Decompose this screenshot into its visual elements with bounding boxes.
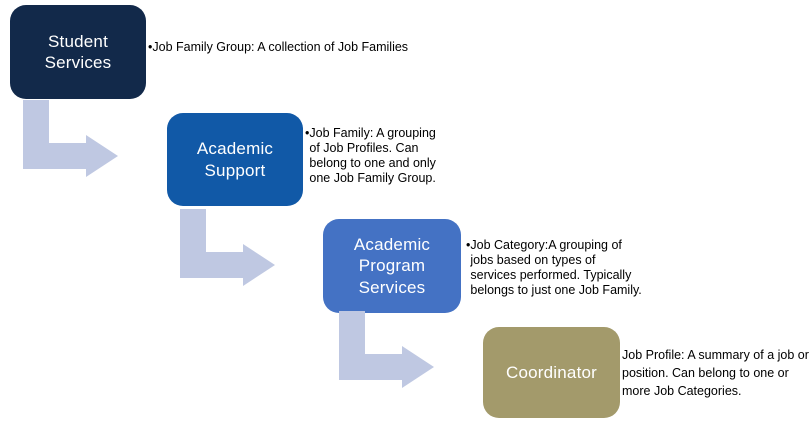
description-text: Job Family Group: A collection of Job Fa… xyxy=(152,40,409,54)
down-right-arrow-icon xyxy=(339,311,434,388)
bullet-marker: • xyxy=(148,40,153,54)
description-job-family: • Job Family: A grouping of Job Profiles… xyxy=(305,126,470,186)
down-right-arrow-icon xyxy=(180,209,275,286)
box-academic-support: Academic Support xyxy=(167,113,303,206)
box-academic-program-services-label: Academic Program Services xyxy=(353,235,431,297)
description-job-family-group: • Job Family Group: A collection of Job … xyxy=(148,40,468,55)
bullet-marker: • xyxy=(466,238,471,252)
description-text: Job Category:A grouping of jobs based on… xyxy=(470,238,642,297)
box-student-services-label: Student Services xyxy=(44,31,112,72)
down-right-arrow-icon xyxy=(23,100,118,177)
bullet-marker: • xyxy=(305,126,310,140)
description-job-category: • Job Category:A grouping of jobs based … xyxy=(466,238,671,298)
description-text: Job Family: A grouping of Job Profiles. … xyxy=(309,126,436,185)
box-academic-program-services: Academic Program Services xyxy=(323,219,461,313)
description-text: Job Profile: A summary of a job or posit… xyxy=(622,348,809,398)
box-student-services: Student Services xyxy=(10,5,146,99)
description-job-profile: Job Profile: A summary of a job or posit… xyxy=(622,346,812,400)
down-right-arrow-shape xyxy=(23,100,118,177)
box-coordinator: Coordinator xyxy=(483,327,620,418)
down-right-arrow-shape xyxy=(180,209,275,286)
box-academic-support-label: Academic Support xyxy=(196,139,274,180)
box-coordinator-label: Coordinator xyxy=(505,362,598,382)
down-right-arrow-shape xyxy=(339,311,434,388)
